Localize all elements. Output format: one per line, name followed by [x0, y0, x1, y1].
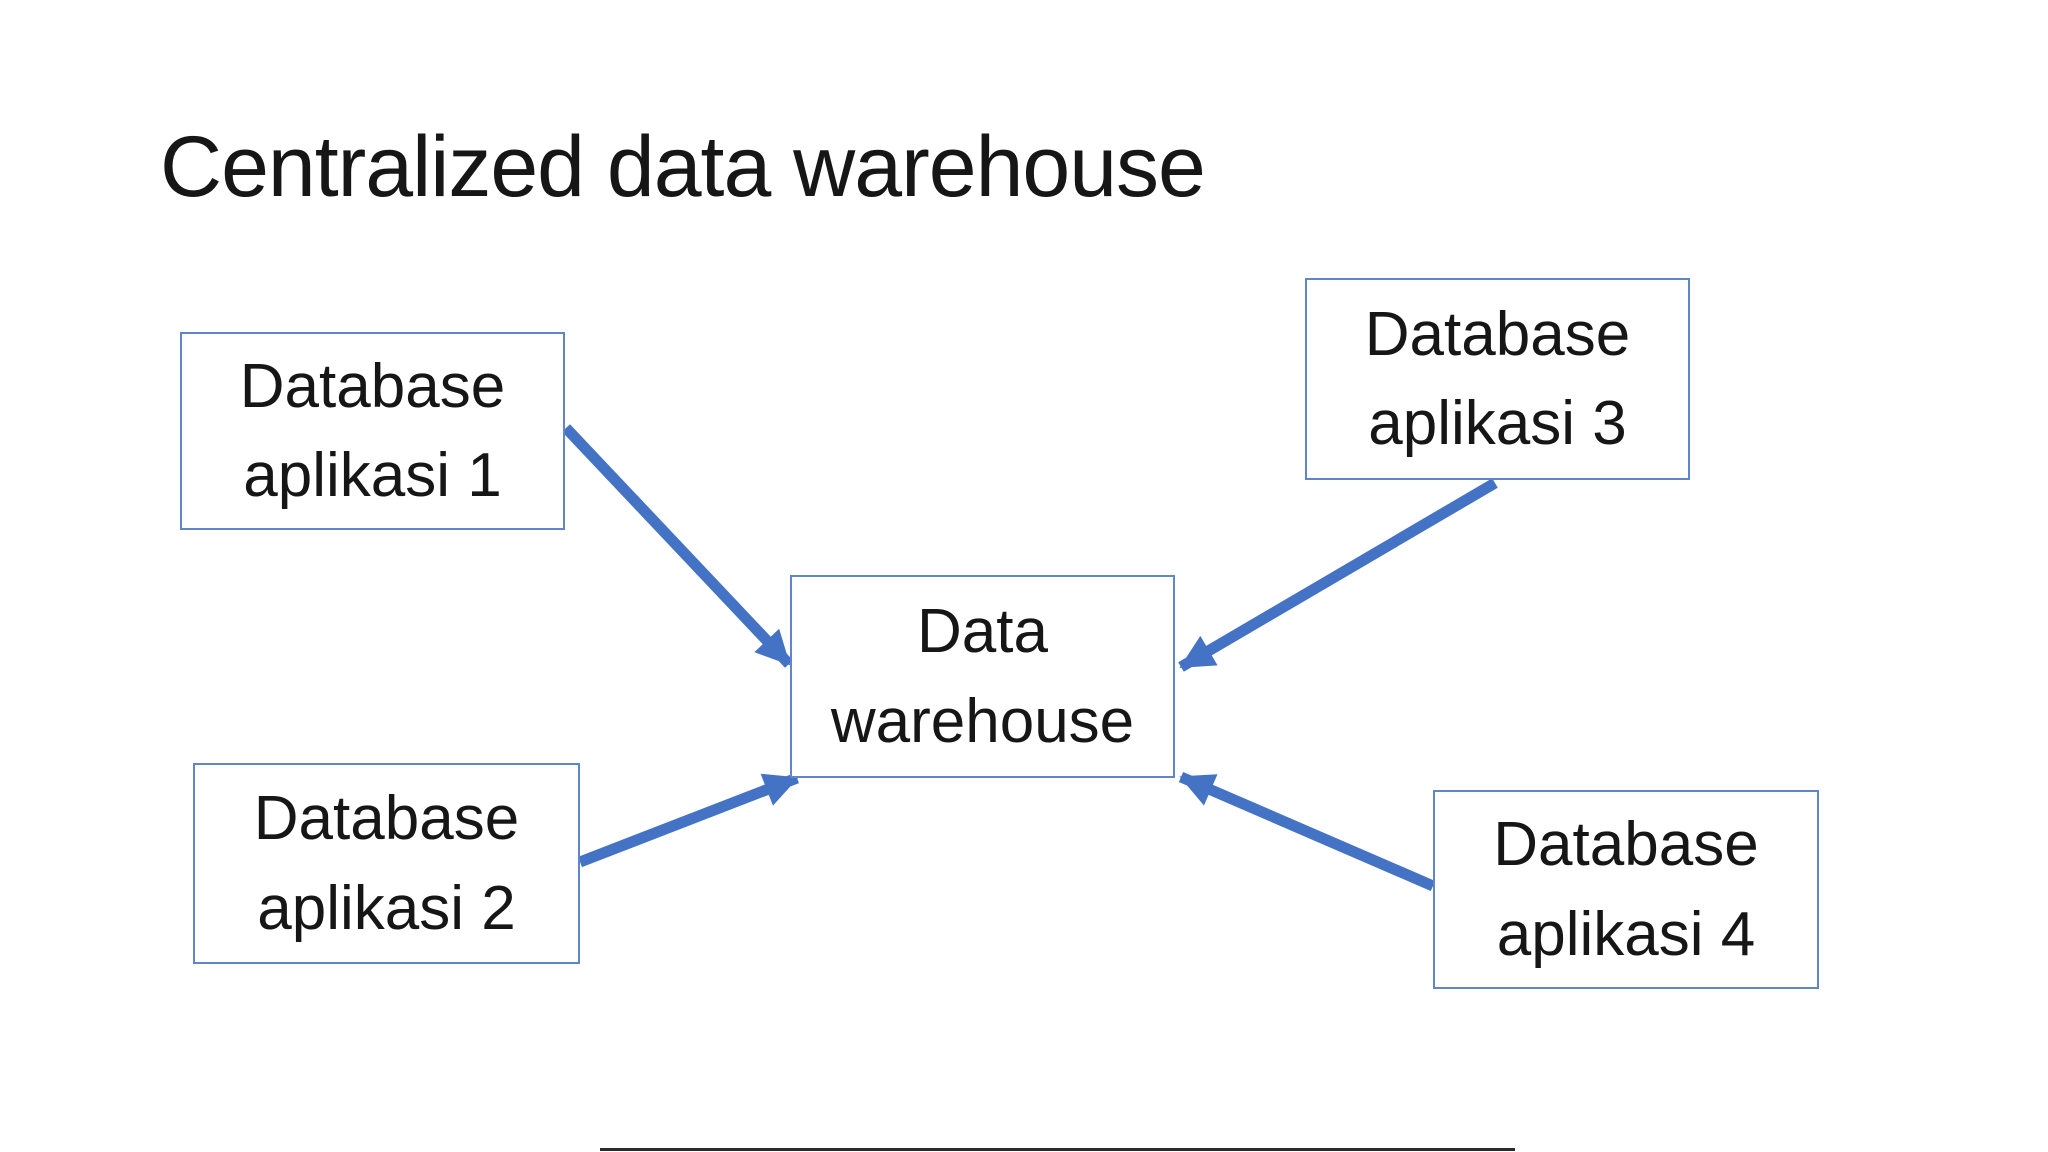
node-label-line: Database	[253, 784, 520, 854]
arrow-db2-to-dw	[578, 772, 799, 868]
node-db4: Database aplikasi 4	[1433, 790, 1819, 989]
node-label-line: aplikasi 3	[1368, 389, 1627, 458]
node-label-line: aplikasi 4	[1496, 899, 1756, 969]
node-label-line: Database	[1364, 299, 1631, 369]
arrow-db1-to-dw	[562, 424, 793, 668]
node-db2: Database aplikasi 2	[193, 763, 580, 964]
node-dw: Data warehouse	[790, 575, 1175, 778]
node-db3: Database aplikasi 3	[1305, 278, 1690, 480]
bottom-line	[600, 1148, 1515, 1151]
node-label-line: Database	[239, 351, 506, 421]
arrow-db3-to-dw	[1178, 478, 1498, 672]
node-label-line: aplikasi 1	[243, 441, 502, 510]
node-label-line: aplikasi 2	[257, 873, 516, 943]
node-label-line: Database	[1493, 810, 1759, 880]
arrow-db4-to-dw	[1178, 771, 1436, 892]
node-label-line: Data	[917, 597, 1048, 667]
node-label-line: warehouse	[830, 686, 1135, 756]
slide-title: Centralized data warehouse	[160, 119, 1206, 215]
node-db1: Database aplikasi 1	[180, 332, 565, 530]
